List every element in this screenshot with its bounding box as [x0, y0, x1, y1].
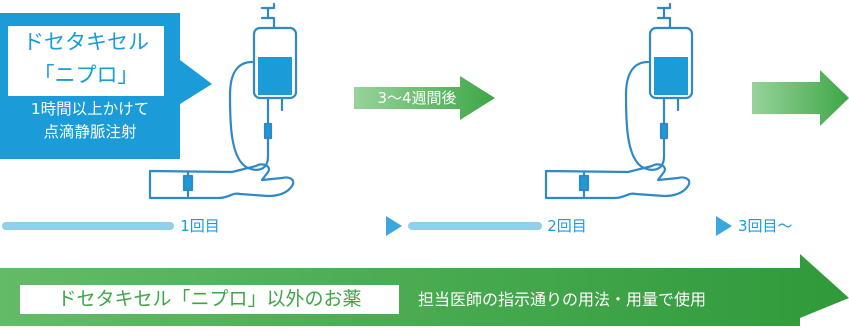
next-cycle-arrow	[752, 70, 849, 126]
timeline-arrowhead-2	[716, 216, 732, 236]
timeline	[2, 216, 732, 236]
dose-1-label: 1回目	[180, 217, 220, 235]
iv-drip-illustration-1	[148, 2, 298, 200]
other-drugs-label: ドセタキセル「ニプロ」以外のお薬	[20, 285, 399, 314]
administration-note: 1時間以上かけて 点滴静脈注射	[0, 98, 180, 144]
drug-name-box: ドセタキセル 「ニプロ」	[8, 26, 164, 96]
dose-2-label: 2回目	[547, 217, 587, 235]
administration-line-1: 1時間以上かけて	[30, 100, 150, 118]
drug-name-line-1: ドセタキセル	[23, 30, 149, 54]
iv-drip-illustration-2	[544, 2, 694, 200]
interval-arrow	[354, 76, 495, 120]
drug-name-line-2: 「ニプロ」	[33, 63, 139, 87]
administration-line-2: 点滴静脈注射	[43, 123, 137, 141]
dose-3-label: 3回目〜	[738, 217, 793, 235]
timeline-arrowhead-1	[386, 216, 402, 236]
interval-label: 3〜4週間後	[377, 89, 457, 107]
other-drugs-note: 担当医師の指示通りの用法・用量で使用	[418, 290, 707, 309]
drug-box-pointer	[180, 60, 212, 104]
